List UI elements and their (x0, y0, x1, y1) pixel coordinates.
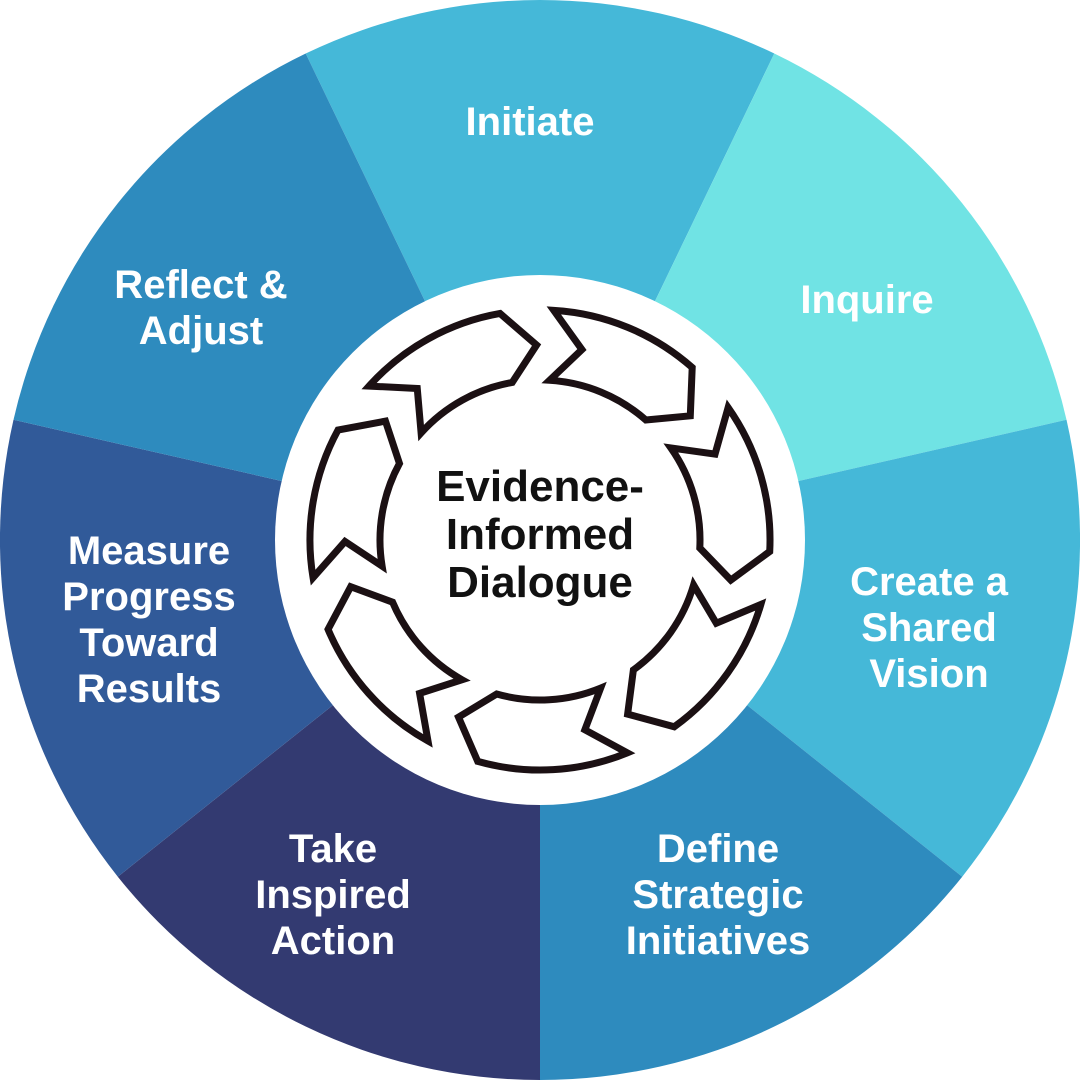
segment-label-reflect-and-adjust: Reflect & Adjust (114, 262, 287, 354)
segment-label-inquire: Inquire (800, 277, 933, 323)
label-line: Action (270, 919, 396, 963)
label-line: Adjust (138, 309, 264, 353)
label-line: Strategic (632, 873, 804, 917)
label-line: Toward (79, 621, 219, 665)
label-line: Shared (861, 606, 997, 650)
segment-label-initiate: Initiate (466, 99, 595, 145)
segment-label-take-inspired-action: Take Inspired Action (255, 826, 411, 964)
label-line: Reflect & (114, 263, 288, 307)
label-line: Create a (850, 560, 1008, 604)
label-line: Define (656, 827, 780, 871)
segment-label-measure-progress-toward-results: Measure Progress Toward Results (62, 528, 235, 712)
segment-initiate-wedge (305, 0, 775, 540)
label-line: Progress (62, 575, 236, 619)
center-title-line: Evidence- (436, 462, 644, 511)
segment-label-create-a-shared-vision: Create a Shared Vision (850, 559, 1008, 697)
center-title-line: Informed (445, 510, 635, 559)
label-line: Measure (67, 529, 231, 573)
label-line: Take (288, 827, 378, 871)
cycle-arrows-icon (239, 249, 817, 836)
label-line: Results (76, 667, 222, 711)
label-line: Inquire (800, 278, 934, 322)
segment-label-define-strategic-initiatives: Define Strategic Initiatives (626, 826, 811, 964)
center-title-line: Dialogue (447, 558, 633, 607)
center-title: Evidence- Informed Dialogue (436, 463, 644, 607)
label-line: Initiatives (625, 919, 811, 963)
label-line: Inspired (255, 873, 411, 917)
label-line: Initiate (465, 100, 595, 144)
label-line: Vision (869, 652, 989, 696)
